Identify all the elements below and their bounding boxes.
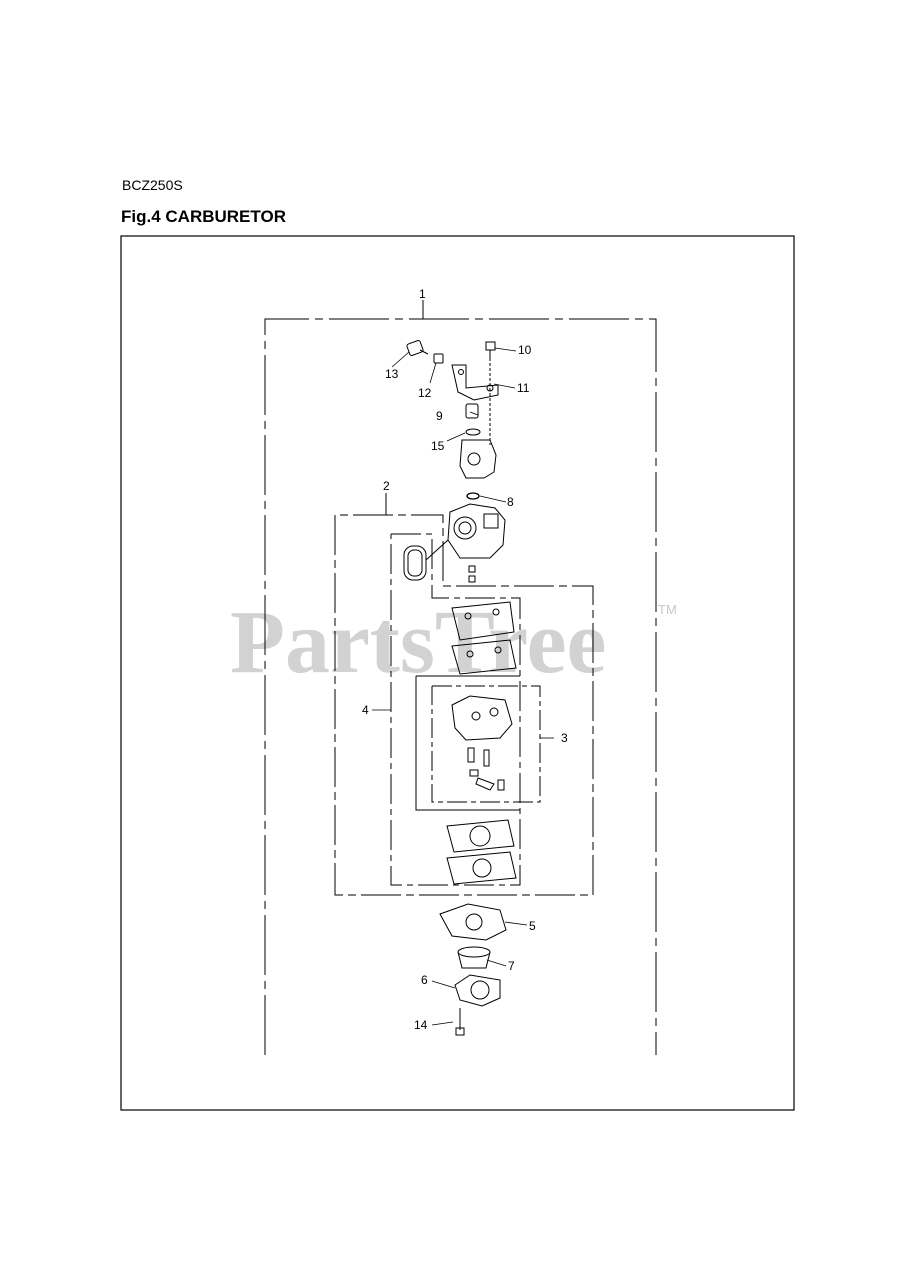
- callout-4: 4: [362, 703, 369, 717]
- callout-2: 2: [383, 479, 390, 493]
- part-3-needle-set: [467, 747, 505, 791]
- watermark-text: PartsTree: [230, 593, 606, 692]
- callout-8: 8: [507, 495, 514, 509]
- diagram-frame: [120, 235, 795, 1111]
- part-body-upper: [459, 358, 497, 479]
- part-small-fittings: [468, 565, 476, 583]
- callout-3: 3: [561, 731, 568, 745]
- figure-title: Fig.4 CARBURETOR: [121, 207, 286, 226]
- callout-12: 12: [418, 386, 432, 400]
- callout-7: 7: [508, 959, 515, 973]
- callout-15: 15: [431, 439, 445, 453]
- model-number: BCZ250S: [122, 177, 183, 193]
- group-4-bracket: [390, 533, 521, 886]
- group-3-bracket: [415, 675, 541, 811]
- part-gasket-plate-lower: [451, 639, 517, 675]
- callout-6: 6: [421, 973, 428, 987]
- part-13-adjuster: [406, 340, 429, 356]
- part-7-primer-bulb: [457, 946, 491, 969]
- callout-1: 1: [419, 287, 426, 301]
- part-9-plug: [465, 403, 479, 419]
- part-8-oring: [466, 492, 480, 500]
- part-gasket-oval: [403, 539, 449, 581]
- part-diaphragm: [446, 851, 517, 885]
- callout-9: 9: [436, 409, 443, 423]
- callout-13: 13: [385, 367, 399, 381]
- callout-labels: 1 2 3 4 5 6 7 8 9 10 11 12 13 14 15: [362, 287, 568, 1032]
- callout-11: 11: [517, 381, 530, 395]
- part-15-oring: [465, 428, 481, 436]
- callout-10: 10: [518, 343, 532, 357]
- group-1-bracket: [264, 300, 657, 1055]
- part-gasket-plate-upper: [451, 601, 515, 641]
- part-diaphragm-gasket: [446, 819, 515, 853]
- part-6-cover-plate: [454, 974, 501, 1007]
- callout-14: 14: [414, 1018, 428, 1032]
- part-12-nut: [433, 353, 444, 364]
- watermark-tm: TM: [658, 602, 677, 617]
- part-metering-body: [451, 695, 513, 741]
- part-5-pump-cover: [439, 903, 507, 941]
- part-carb-body: [447, 503, 506, 559]
- group-2-bracket: [334, 493, 594, 896]
- part-14-bolt: [455, 1008, 465, 1036]
- part-11-lever: [451, 364, 499, 401]
- callout-5: 5: [529, 919, 536, 933]
- part-10-screw: [485, 341, 496, 360]
